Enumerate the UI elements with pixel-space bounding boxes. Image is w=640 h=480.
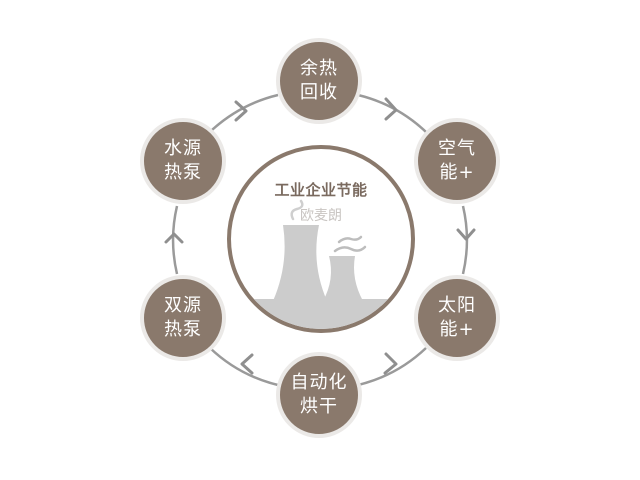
node-label-line1: 空气 [438,138,476,159]
node-label-line2: 回收 [300,82,338,103]
cooling-tower-right [323,256,363,301]
ring-arc-3-4 [357,347,427,387]
node-label-line1: 太阳 [438,295,476,316]
ground-base [231,299,411,329]
arrow-icon-3 [383,352,398,375]
arrow-icon-2 [456,228,476,241]
node-label-line2: 能+ [439,162,475,183]
center-circle: 工业企业节能 欧麦朗 [227,145,415,333]
node-water-source-heat-pump: 水源 热泵 [140,118,226,204]
steam-wisp-left [290,199,304,221]
node-automated-drying: 自动化 烘干 [276,352,362,438]
ring-arc-4-5 [209,347,279,387]
node-waste-heat-recovery: 余热 回收 [276,38,362,124]
node-label-line1: 双源 [164,295,202,316]
cooling-tower-left [273,225,327,301]
arrow-icon-4 [240,353,254,375]
watermark-text: 欧麦朗 [300,208,342,224]
steam-wisp-right-2 [337,235,363,244]
node-label-line2: 烘干 [300,396,338,417]
node-label-line2: 热泵 [164,319,202,340]
factory-cooling-towers-icon [231,199,411,329]
node-label-line1: 水源 [164,138,202,159]
node-label-line1: 余热 [300,58,338,79]
arrow-icon-5 [164,232,184,244]
arrow-icon-6 [234,100,248,122]
arrow-icon-1 [384,97,398,121]
center-title: 工业企业节能 [274,181,368,199]
node-air-energy: 空气 能+ [414,118,500,204]
ring-arc-5-6 [171,205,179,275]
steam-wisp-right-1 [333,245,367,253]
node-dual-source-heat-pump: 双源 热泵 [140,275,226,361]
node-label-line2: 热泵 [164,162,202,183]
node-solar-energy: 太阳 能+ [414,275,500,361]
node-label-line1: 自动化 [290,372,348,393]
node-label-line2: 能+ [439,319,475,340]
